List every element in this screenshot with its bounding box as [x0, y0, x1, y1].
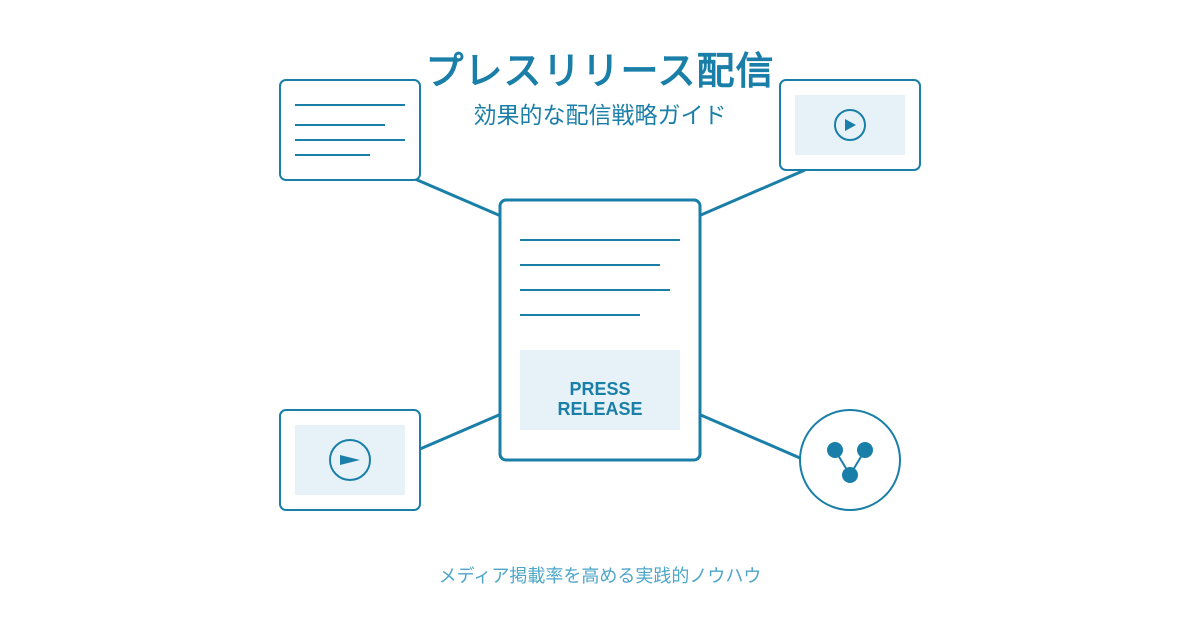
video-card-top-right: [779, 79, 921, 171]
document-text-lines: [520, 239, 680, 316]
text-document-card: [279, 79, 421, 181]
press-release-label-line2: RELEASE: [557, 399, 642, 419]
share-network-frame: [799, 409, 901, 511]
video-play-icon: [329, 439, 371, 481]
press-release-document: PRESS RELEASE: [498, 198, 702, 462]
text-document-icon: [295, 104, 405, 156]
footer-tagline: メディア掲載率を高める実践的ノウハウ: [438, 566, 762, 587]
press-release-label-panel: [520, 350, 680, 430]
share-network-icon: [827, 442, 873, 483]
press-release-label-line1: PRESS: [569, 379, 630, 399]
page-title: プレスリリース配信: [425, 49, 775, 93]
share-network-node: [799, 409, 901, 511]
text-document-card-frame: [279, 79, 421, 181]
page-subtitle: 効果的な配信戦略ガイド: [473, 103, 727, 129]
video-play-icon: [834, 109, 866, 141]
video-card-bottom-left: [279, 409, 421, 511]
